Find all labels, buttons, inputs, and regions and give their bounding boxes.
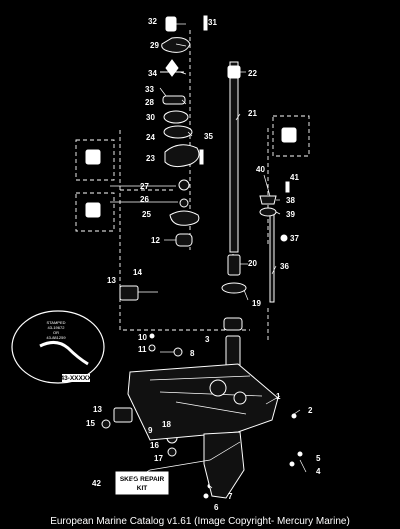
part-2-screw	[291, 413, 297, 419]
part-27-seal	[178, 179, 190, 191]
stamp-tag: 43-XXXXX	[60, 375, 92, 382]
part-5-screw	[297, 451, 303, 457]
callout-13-top: 13	[107, 276, 116, 285]
callout-28: 28	[145, 98, 154, 107]
part-35-screw	[199, 149, 204, 165]
callout-2: 2	[308, 406, 313, 415]
callout-42: 42	[92, 479, 101, 488]
callout-17: 17	[154, 454, 163, 463]
callout-5: 5	[316, 454, 321, 463]
part-30-face-plate	[163, 110, 189, 124]
callout-1: 1	[276, 392, 281, 401]
part-13-anode-top	[119, 285, 139, 301]
callout-30: 30	[146, 113, 155, 122]
callout-20: 20	[248, 259, 257, 268]
callout-7: 7	[228, 492, 233, 501]
part-32-insert	[165, 16, 177, 32]
stamp-line-2: 43-19672	[48, 325, 66, 330]
part-36-rod	[269, 211, 275, 303]
drive-shaft	[221, 61, 247, 294]
callout-29: 29	[150, 41, 159, 50]
part-15-washer	[101, 419, 111, 429]
leader-lines	[110, 23, 307, 489]
callout-31: 31	[208, 18, 217, 27]
callout-3: 3	[205, 335, 210, 344]
part-23-pump-base	[164, 144, 200, 168]
callout-37: 37	[290, 234, 299, 243]
skeg-kit-line-2: KIT	[137, 485, 148, 492]
part-8-plug	[173, 347, 183, 357]
skeg-kit-line-1: SKEG REPAIR	[120, 476, 165, 483]
callout-26: 26	[140, 195, 149, 204]
part-17-washer	[167, 447, 177, 457]
catalog-caption: European Marine Catalog v1.61 (Image Cop…	[50, 516, 350, 527]
callout-4: 4	[316, 467, 321, 476]
skeg-kit-box: SKEG REPAIR KIT	[115, 471, 169, 495]
part-38-bushing	[259, 195, 277, 205]
part-22-bearing	[227, 65, 241, 79]
callout-19: 19	[252, 299, 261, 308]
callout-11: 11	[138, 345, 147, 354]
callout-18: 18	[162, 420, 171, 429]
callout-23: 23	[146, 154, 155, 163]
callout-16: 16	[150, 441, 159, 450]
part-31-screw	[203, 15, 208, 31]
part-19-race	[221, 282, 247, 294]
part-20-cup	[227, 254, 241, 276]
part-37-ball	[280, 234, 288, 242]
callout-numbers: 32 31 29 34 33 28 30 35 24 23 27 26 25 1…	[86, 17, 321, 512]
housing-body	[127, 363, 279, 441]
callout-6: 6	[214, 503, 219, 512]
callout-34: 34	[148, 69, 157, 78]
part-24-gasket	[163, 125, 193, 139]
callout-35: 35	[204, 132, 213, 141]
part-28-gasket	[162, 95, 186, 105]
callout-9: 9	[148, 426, 153, 435]
part-11-washer	[148, 344, 156, 352]
callout-32: 32	[148, 17, 157, 26]
callout-8: 8	[190, 349, 195, 358]
stamp-line-1: STAMPED	[46, 320, 65, 325]
shift-shaft	[259, 181, 290, 303]
callout-12: 12	[151, 236, 160, 245]
callout-15: 15	[86, 419, 95, 428]
stamp-line-4: 43-881259	[46, 335, 66, 340]
part-3-seal	[223, 317, 243, 331]
callout-14: 14	[133, 268, 142, 277]
part-26-seal	[179, 198, 189, 208]
part-10-screw	[149, 333, 155, 339]
stamp-line-3: OR	[53, 330, 59, 335]
gear-housing	[127, 363, 279, 499]
callout-33: 33	[145, 85, 154, 94]
callout-39: 39	[286, 210, 295, 219]
water-pump-stack	[160, 15, 208, 247]
part-21-shaft	[229, 61, 239, 253]
part-13-anode	[113, 407, 133, 423]
callout-41: 41	[290, 173, 299, 182]
callout-38: 38	[286, 196, 295, 205]
callout-21: 21	[248, 109, 257, 118]
exploded-parts-diagram: STAMPED 43-19672 OR 43-881259 43-XXXXX S…	[11, 15, 321, 512]
callout-27: 27	[140, 182, 149, 191]
inset-boxes	[75, 115, 310, 232]
part-41-screw	[285, 181, 290, 193]
callout-10: 10	[138, 333, 147, 342]
part-25-carrier	[169, 210, 200, 226]
housing-skeg	[203, 431, 245, 499]
part-12-bearing	[175, 233, 193, 247]
callout-40: 40	[256, 165, 265, 174]
stamp-inset: STAMPED 43-19672 OR 43-881259 43-XXXXX	[11, 310, 105, 384]
part-29-pump-housing	[161, 37, 191, 53]
callout-13: 13	[93, 405, 102, 414]
part-6-washer	[203, 493, 209, 499]
callout-24: 24	[146, 133, 155, 142]
part-4-washer	[289, 461, 295, 467]
callout-25: 25	[142, 210, 151, 219]
callout-22: 22	[248, 69, 257, 78]
part-34-impeller	[160, 59, 184, 77]
part-39-ring	[259, 207, 277, 217]
callout-36: 36	[280, 262, 289, 271]
